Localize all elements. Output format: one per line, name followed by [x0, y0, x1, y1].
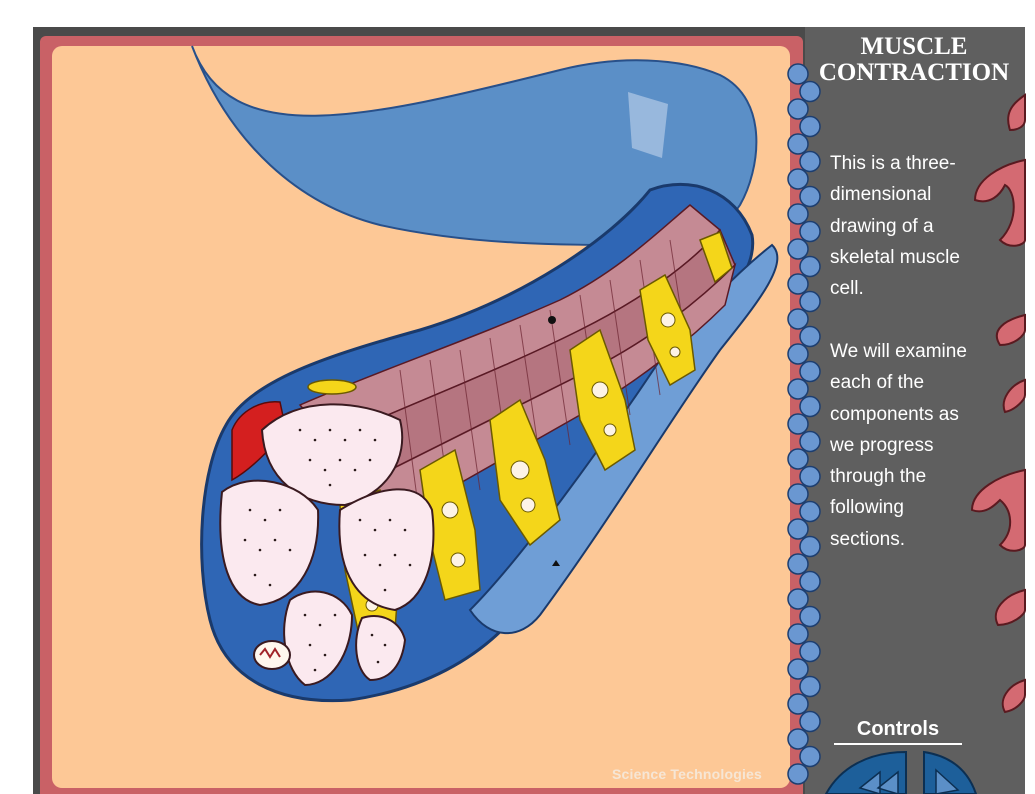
membrane-bead — [799, 220, 821, 243]
membrane-bead — [799, 535, 821, 558]
membrane-bead — [799, 675, 821, 698]
membrane-bead — [787, 238, 809, 260]
membrane-bead — [799, 605, 821, 628]
membrane-bead — [799, 710, 821, 733]
membrane-bead — [787, 448, 809, 470]
membrane-bead — [787, 133, 809, 155]
membrane-bead — [799, 640, 821, 663]
controls-label: Controls — [834, 718, 962, 745]
membrane-bead — [787, 658, 809, 680]
description-part2: We will examine each of the components a… — [830, 341, 967, 550]
membrane-bead — [787, 63, 809, 85]
membrane-bead — [787, 98, 809, 120]
membrane-bead — [787, 378, 809, 400]
membrane-bead — [787, 273, 809, 295]
nucleus — [307, 379, 357, 395]
membrane-bead — [787, 588, 809, 610]
membrane-bead — [787, 763, 809, 785]
t-tubule-opening — [548, 316, 556, 324]
myofibril-cross-sections — [219, 403, 435, 687]
membrane-bead — [787, 728, 809, 750]
membrane-bead — [799, 255, 821, 278]
membrane-bead — [799, 745, 821, 768]
membrane-bead — [787, 168, 809, 190]
neuromuscular-shapes — [970, 93, 1026, 714]
membrane-bead — [799, 430, 821, 453]
membrane-bead — [787, 308, 809, 330]
membrane-bead — [799, 360, 821, 383]
membrane-bead — [787, 693, 809, 715]
membrane-bead — [799, 150, 821, 173]
membrane-bead — [787, 343, 809, 365]
membrane-bead — [799, 290, 821, 313]
play-button[interactable] — [923, 750, 978, 794]
membrane-bead — [799, 80, 821, 103]
membrane-bead — [799, 465, 821, 488]
play-icon — [935, 768, 960, 794]
rewind-button[interactable] — [824, 750, 907, 794]
membrane-bead — [787, 518, 809, 540]
membrane-bead — [787, 413, 809, 435]
membrane-bead — [787, 553, 809, 575]
page-title-line2: CONTRACTION — [818, 59, 1010, 86]
t-tubule-notch — [552, 560, 560, 566]
membrane-bead — [787, 483, 809, 505]
mitochondrion — [253, 640, 291, 670]
membrane-bead — [799, 395, 821, 418]
info-panel — [805, 27, 1025, 794]
myofilament-dots — [243, 428, 412, 672]
page-title: MUSCLE CONTRACTION — [808, 34, 1020, 86]
rewind-icon — [858, 770, 899, 794]
membrane-bead — [799, 325, 821, 348]
membrane-bead — [787, 623, 809, 645]
membrane-bead — [799, 185, 821, 208]
membrane-bead — [799, 500, 821, 523]
page-title-line1: MUSCLE — [860, 33, 968, 60]
membrane-bead — [787, 203, 809, 225]
nerve-tube — [191, 45, 758, 247]
membrane-beads — [787, 63, 821, 785]
nerve-tube-highlight — [628, 92, 668, 158]
credit-text: Science Technologies — [612, 766, 763, 782]
membrane-bead — [799, 115, 821, 138]
description-part1: This is a three-dimensional drawing of a… — [830, 153, 960, 300]
membrane-bead — [799, 570, 821, 593]
